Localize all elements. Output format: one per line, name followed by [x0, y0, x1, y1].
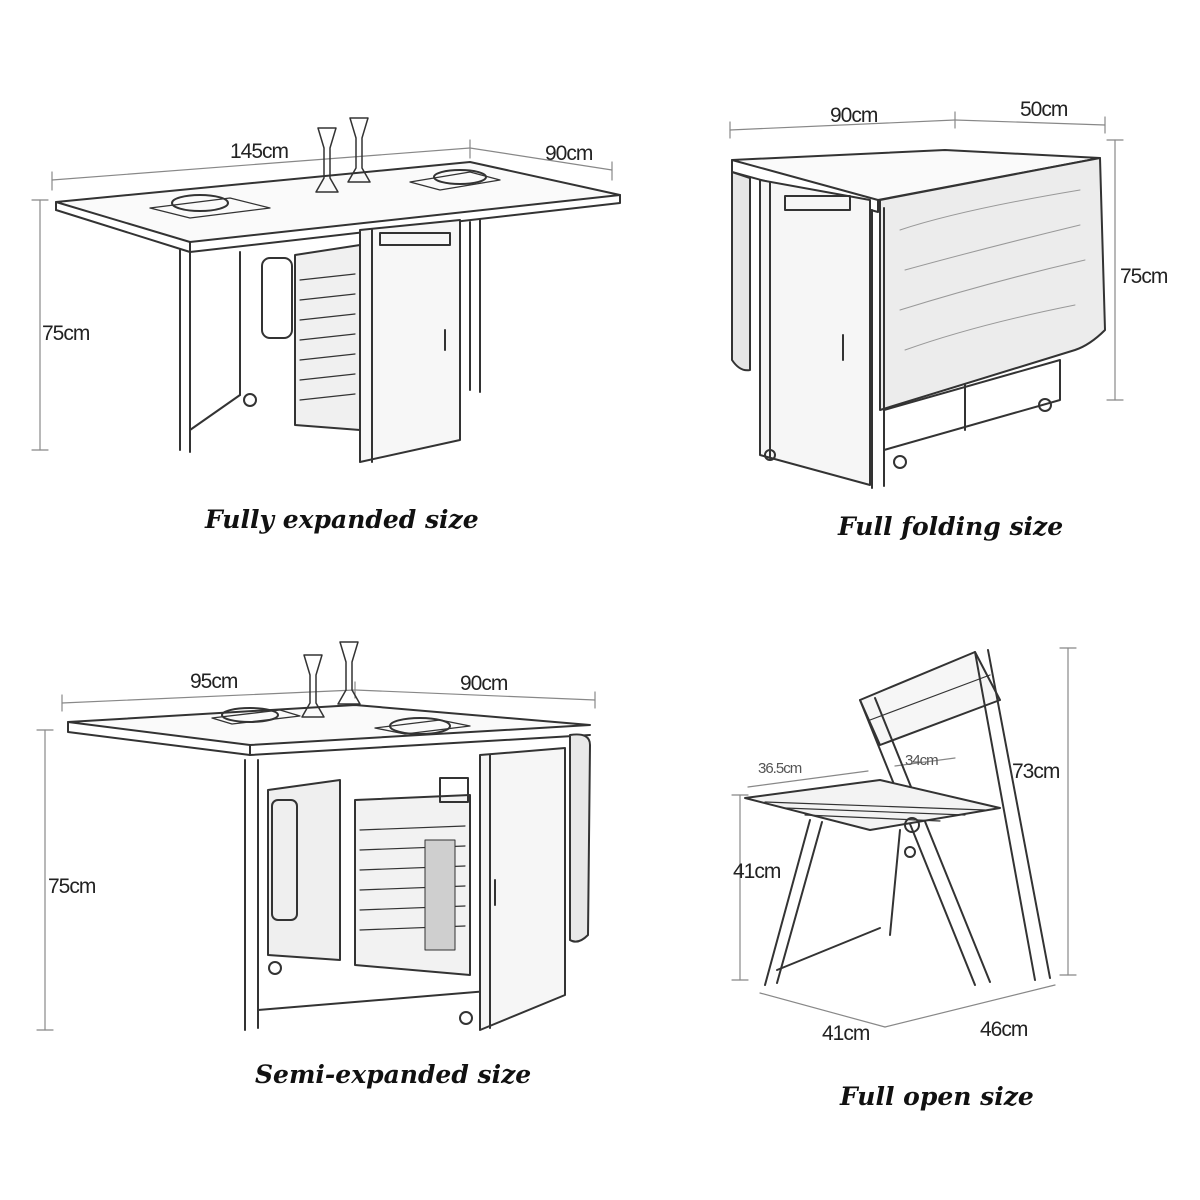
chair-total-height-label: 73cm: [1012, 760, 1060, 783]
semi-table-sketch: [36, 641, 596, 1031]
chair-seat-height-label: 41cm: [733, 860, 781, 883]
chair-base-depth-label: 46cm: [980, 1018, 1028, 1041]
expanded-table-sketch: [31, 117, 621, 463]
chair-dimension-lines: [731, 647, 1077, 1028]
folded-table-sketch: [729, 111, 1124, 489]
chair-seat-width-label: 36.5cm: [758, 760, 802, 777]
folding-caption: Full folding size: [838, 512, 1064, 541]
semi-depth-label: 90cm: [460, 672, 508, 695]
chair-seat-depth-label: 34cm: [905, 752, 939, 769]
semi-dimension-lines: [36, 681, 596, 1031]
expanded-height-label: 75cm: [42, 322, 90, 345]
expanded-depth-label: 90cm: [545, 142, 593, 165]
expanded-caption: Fully expanded size: [205, 505, 479, 534]
chair-caption: Full open size: [840, 1082, 1034, 1111]
folding-depth-label: 50cm: [1020, 98, 1068, 121]
semi-height-label: 75cm: [48, 875, 96, 898]
semi-caption: Semi-expanded size: [255, 1060, 532, 1089]
folding-height-label: 75cm: [1120, 265, 1168, 288]
folding-length-label: 90cm: [830, 104, 878, 127]
semi-length-label: 95cm: [190, 670, 238, 693]
expanded-dimension-lines: [31, 139, 613, 451]
expanded-length-label: 145cm: [230, 140, 289, 163]
chair-base-width-label: 41cm: [822, 1022, 870, 1045]
folding-dimension-lines: [729, 111, 1124, 401]
chair-sketch: [731, 647, 1077, 1028]
